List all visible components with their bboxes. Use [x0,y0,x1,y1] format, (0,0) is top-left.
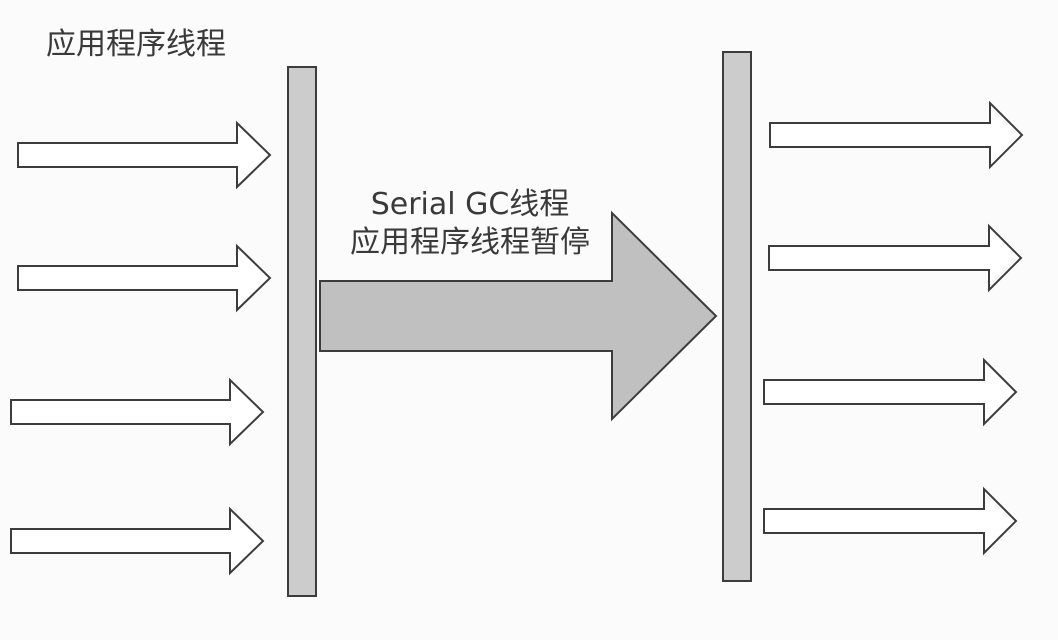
gc-caption: Serial GC线程 应用程序线程暂停 [330,186,610,262]
serial-gc-arrow [319,210,718,422]
incoming-thread-arrow [10,506,265,576]
incoming-thread-arrows [10,120,272,576]
incoming-thread-arrow [17,243,272,313]
outgoing-thread-arrow [763,486,1018,556]
incoming-thread-arrow [17,120,272,190]
gc-thread-label: Serial GC线程 [370,187,570,222]
outgoing-thread-arrow [768,223,1023,293]
incoming-thread-arrow [10,377,265,447]
outgoing-thread-arrow [763,357,1018,427]
application-threads-label: 应用程序线程 [46,27,226,62]
pause-end-barrier [722,51,752,582]
outgoing-thread-arrow [769,100,1024,170]
threads-paused-label: 应用程序线程暂停 [350,225,590,260]
outgoing-thread-arrows [763,100,1024,556]
pause-start-barrier [287,66,317,597]
